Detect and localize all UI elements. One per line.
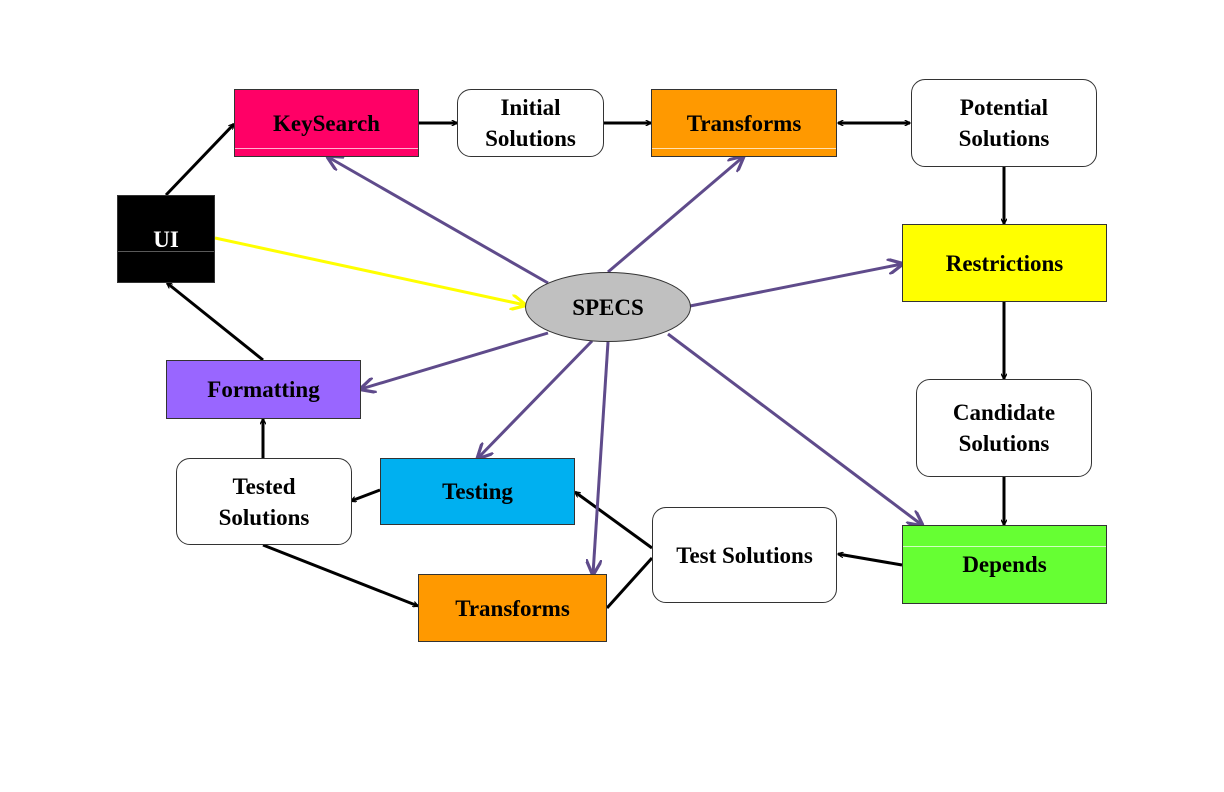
edge-ui-to-keysearch [164,124,234,197]
node-candidate-solutions-label: Candidate Solutions [952,400,1056,456]
edge-specs-to-formatting [361,331,549,389]
node-transforms-bottom-label: Transforms [455,595,570,621]
node-formatting-label: Formatting [207,377,320,402]
edge-testsolutions-to-testing [575,490,653,550]
edge-testing-to-tested [351,488,381,501]
node-restrictions: Restrictions [902,224,1107,302]
edge-depends-to-testsolutions [838,554,903,567]
node-ui: UI [117,195,215,283]
edge-tested-to-transformsbottom [262,543,418,606]
spec-edges [328,157,922,574]
node-initial-solutions-label: Initial Solutions [485,95,576,151]
node-ui-label: UI [153,226,179,252]
node-depends-label: Depends [962,552,1047,577]
node-potential-solutions: Potential Solutions [911,79,1097,167]
edge-specs-to-keysearch [328,157,549,285]
node-transforms-top: Transforms [651,89,837,157]
node-formatting: Formatting [166,360,361,419]
edge-transformsbottom-to-testsolutions [605,556,654,610]
node-potential-solutions-label: Potential Solutions [958,95,1050,151]
edge-specs-to-testing [478,339,594,458]
node-transforms-top-label: Transforms [686,110,802,136]
edge-specs-to-transforms-bottom [593,341,610,574]
edge-specs-to-depends [667,332,922,525]
node-specs-label: SPECS [572,294,644,320]
edge-ui-to-specs [214,236,525,305]
node-test-solutions: Test Solutions [652,507,837,603]
node-transforms-bottom: Transforms [418,574,607,642]
node-initial-solutions: Initial Solutions [457,89,604,157]
node-tested-solutions: Tested Solutions [176,458,352,545]
edge-formatting-to-ui [167,283,264,362]
node-tested-solutions-label: Tested Solutions [218,473,310,530]
edge-specs-to-transforms-top [607,157,743,274]
node-keysearch-label: KeySearch [273,110,380,136]
node-testing: Testing [380,458,575,525]
node-restrictions-label: Restrictions [945,250,1064,276]
node-specs: SPECS [525,272,691,342]
node-test-solutions-label: Test Solutions [676,542,813,568]
node-keysearch: KeySearch [234,89,419,157]
node-testing-label: Testing [442,479,513,504]
flow-edges [164,123,1004,610]
edge-specs-to-restrictions [689,264,902,308]
node-depends: Depends [902,525,1107,604]
node-candidate-solutions: Candidate Solutions [916,379,1092,477]
